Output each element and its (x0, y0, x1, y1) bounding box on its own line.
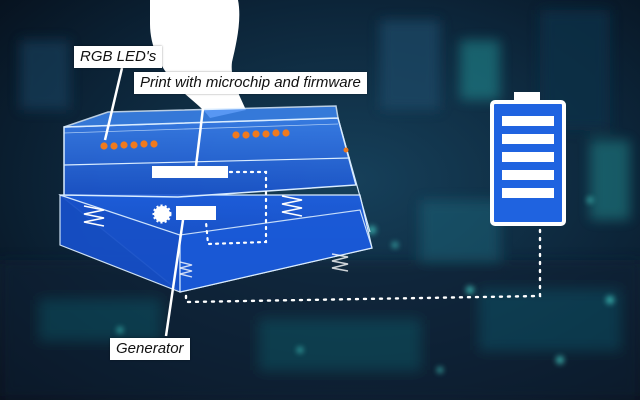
led-dot (272, 129, 280, 137)
device-bottom-right (179, 209, 373, 293)
spring-icon (281, 195, 303, 217)
spring-icon (331, 253, 349, 272)
led-dot (110, 142, 118, 150)
wire-to-battery (184, 224, 542, 304)
led-dot (150, 140, 158, 148)
label-generator: Generator (110, 338, 190, 360)
led-dot (120, 141, 128, 149)
led-dot-side (343, 147, 349, 153)
led-group-right (232, 129, 290, 139)
led-dot (140, 140, 148, 148)
leader-generator (164, 219, 185, 337)
label-rgb-leds: RGB LED's (74, 46, 163, 68)
spring-icon (83, 205, 105, 227)
background-city-blur (0, 10, 640, 400)
background-lights (117, 197, 614, 373)
leader-rgb-leds (103, 67, 124, 141)
gear-icon (152, 204, 172, 224)
led-dot (130, 141, 138, 149)
device-top-divider (63, 157, 351, 166)
led-dot (232, 131, 240, 139)
spring-icon (179, 261, 193, 278)
led-group-left (100, 140, 158, 150)
leader-print (194, 91, 207, 167)
led-dot (252, 130, 260, 138)
microchip (152, 166, 228, 178)
led-dot (262, 130, 270, 138)
wire-internal (204, 170, 268, 246)
led-dot (282, 129, 290, 137)
led-dot (242, 131, 250, 139)
label-print: Print with microchip and firmware (134, 72, 367, 94)
led-dot (100, 142, 108, 150)
generator-block (176, 206, 216, 220)
battery-icon (490, 92, 566, 226)
device-edge-line-2 (337, 117, 371, 233)
